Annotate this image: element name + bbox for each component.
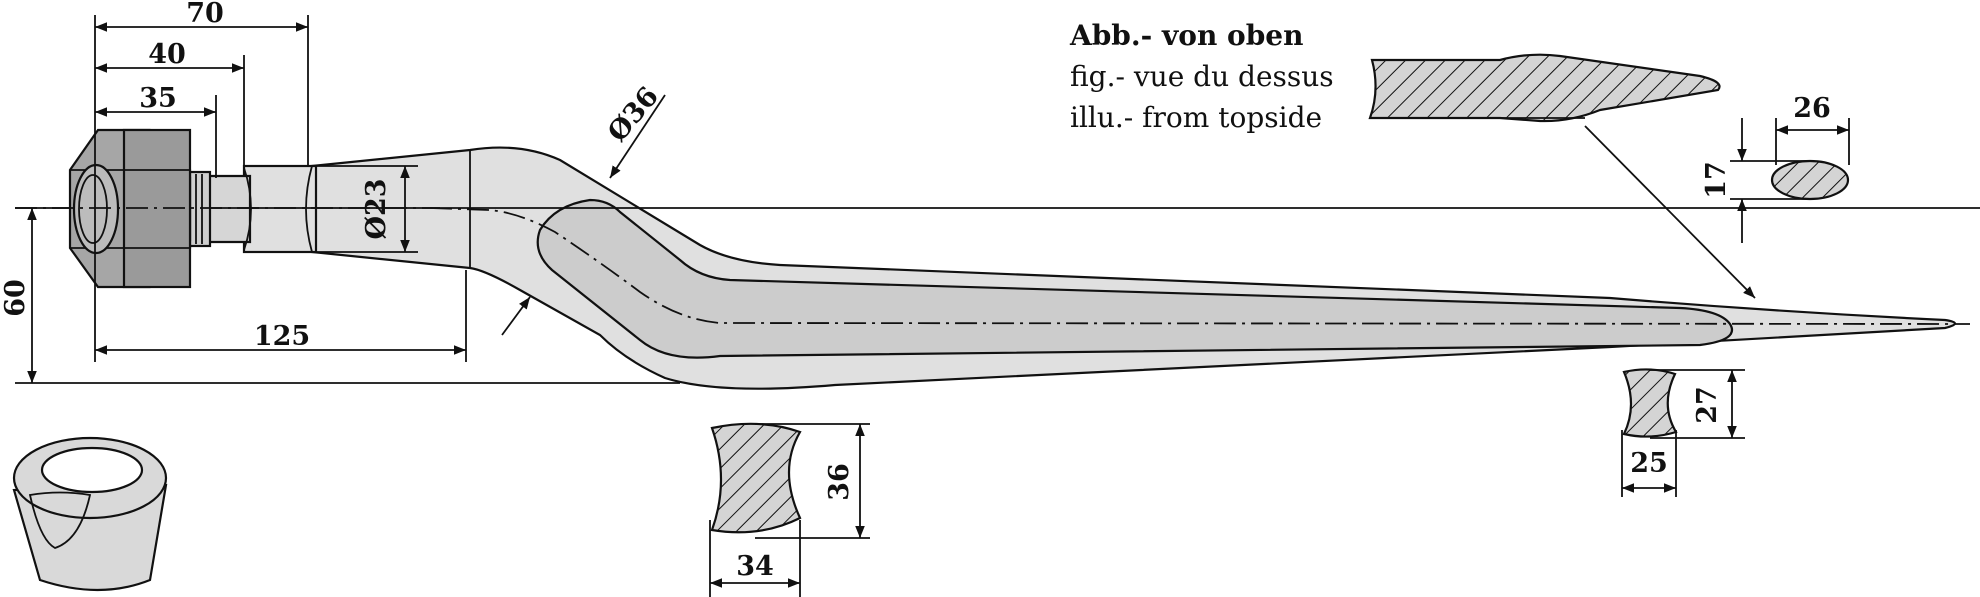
dim-70: 70 [186, 0, 224, 29]
section-oval-shape [1770, 159, 1850, 201]
dim-26-top: 26 [1793, 93, 1831, 124]
note-line-2: fig.- vue du dessus [1070, 60, 1334, 93]
tine-groove [536, 198, 1733, 359]
dim-27-section: 27 [1692, 386, 1723, 424]
top-view-shape [1368, 53, 1756, 299]
dim-17-top: 17 [1701, 161, 1732, 199]
dim-d23: Ø23 [361, 178, 392, 239]
note-line-1: Abb.- von oben [1069, 19, 1303, 52]
tine-shaft [15, 164, 1980, 254]
nut-hole [72, 163, 120, 255]
section-middle: 36 34 [709, 422, 870, 597]
section-tip: 27 25 [1621, 368, 1745, 497]
dim-125: 125 [254, 321, 310, 352]
dim-60: 60 [0, 279, 31, 317]
section-tip-shape [1622, 368, 1678, 438]
bushing [12, 436, 168, 592]
dim-35: 35 [139, 83, 177, 114]
top-view-note: Abb.- von oben fig.- vue du dessus illu.… [1069, 19, 1334, 134]
shaft-section [242, 164, 318, 254]
dim-34-section: 34 [736, 551, 774, 582]
section-oval: 26 17 [1701, 93, 1850, 243]
dim-d36: Ø36 [602, 81, 665, 148]
section-middle-shape [710, 422, 802, 534]
dim-36-section: 36 [824, 463, 855, 501]
note-line-3: illu.- from topside [1070, 101, 1322, 134]
dim-25-section: 25 [1630, 448, 1668, 479]
dim-40: 40 [148, 39, 186, 70]
shaft-edge [305, 165, 313, 253]
tine-body [310, 146, 1971, 390]
tine-centerline [429, 207, 1971, 325]
